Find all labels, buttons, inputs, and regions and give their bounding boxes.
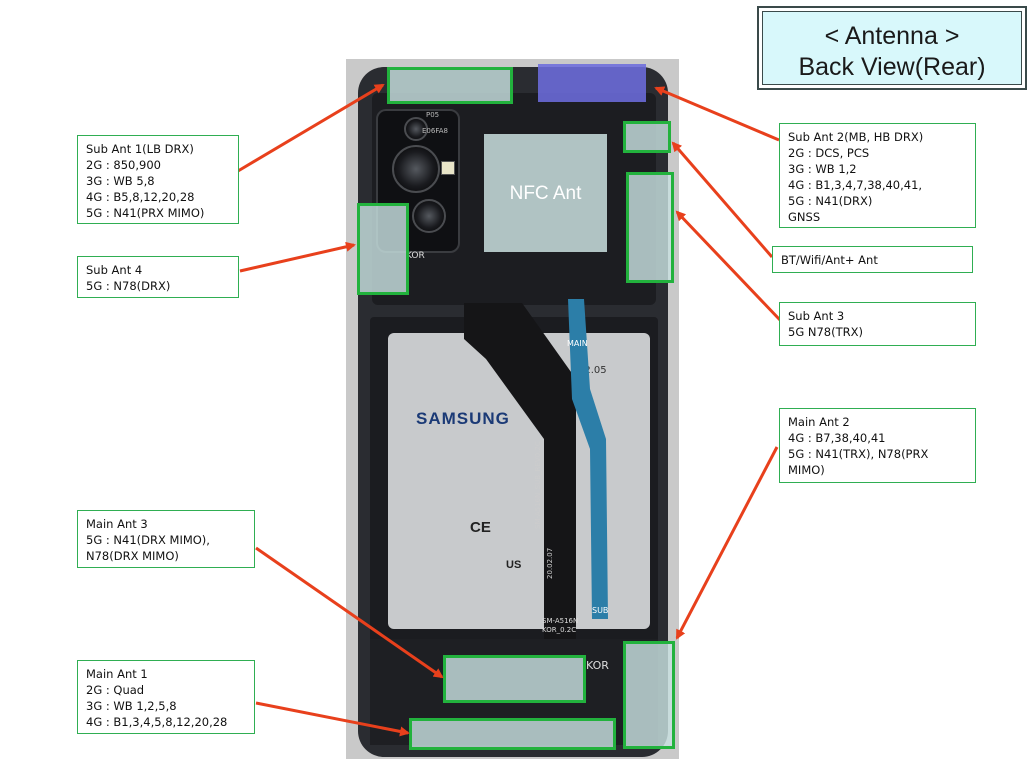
label-heading: BT/Wifi/Ant+ Ant [781,253,878,267]
label-line: 2G : Quad [86,683,145,697]
label-line: 5G : N41(PRX MIMO) [86,206,205,220]
antenna-main-1 [409,718,616,750]
label-line: 4G : B5,8,12,20,28 [86,190,195,204]
flash-icon [441,161,455,175]
lens-main-icon [392,145,440,193]
label-bt-wifi: BT/Wifi/Ant+ Ant [772,246,973,273]
label-heading: Sub Ant 4 [86,263,143,277]
label-line: 4G : B1,3,4,5,8,12,20,28 [86,715,228,729]
kor-text-top: KOR [406,251,425,261]
label-main-ant-2: Main Ant 2 4G : B7,38,40,41 5G : N41(TRX… [779,408,976,483]
label-heading: Main Ant 2 [788,415,850,429]
flex-sub-label: SUB [592,606,609,615]
lens-wide-icon [412,199,446,233]
arrow-main-ant-3 [255,546,444,679]
label-heading: Sub Ant 1(LB DRX) [86,142,194,156]
antenna-gnss-block [538,64,646,102]
e06-text: E06FA8 [422,127,448,135]
antenna-main-2 [623,641,675,749]
label-line: GNSS [788,210,821,224]
label-sub-ant-1: Sub Ant 1(LB DRX) 2G : 850,900 3G : WB 5… [77,135,239,224]
title-line-1: < Antenna > [824,22,960,50]
label-heading: Main Ant 1 [86,667,148,681]
antenna-main-3 [443,655,586,703]
arrow-main-ant-2 [675,446,779,640]
label-main-ant-3: Main Ant 3 5G : N41(DRX MIMO), N78(DRX M… [77,510,255,568]
label-heading: Sub Ant 3 [788,309,845,323]
arrow-bt-wifi [671,141,774,258]
antenna-bt-wifi [623,121,671,153]
label-heading: Sub Ant 2(MB, HB DRX) [788,130,924,144]
arrow-sub-ant-4 [239,241,356,273]
label-line: 5G : N78(DRX) [86,279,171,293]
label-sub-ant-3: Sub Ant 3 5G N78(TRX) [779,302,976,346]
lens-small-icon [404,117,428,141]
flex-main-label: MAIN [567,339,588,348]
antenna-sub-1 [387,67,513,104]
kor-text-bottom: KOR [586,659,609,672]
label-main-ant-1: Main Ant 1 2G : Quad 3G : WB 1,2,5,8 4G … [77,660,255,734]
arrow-sub-ant-1 [237,83,385,173]
label-line: 2G : DCS, PCS [788,146,870,160]
fpcb-cable [464,299,608,659]
date-stamp: 02.05 [578,365,607,376]
label-line: 2G : 850,900 [86,158,161,172]
label-line: 4G : B1,3,4,7,38,40,41, [788,178,923,192]
antenna-sub-3 [626,172,674,283]
cert-ce-mark: CE [470,519,491,536]
label-sub-ant-2: Sub Ant 2(MB, HB DRX) 2G : DCS, PCS 3G :… [779,123,976,228]
pcb-model-text: SM-A516N [542,617,579,625]
label-line: 5G : N41(DRX) [788,194,873,208]
arrow-sub-ant-2 [654,86,780,142]
title-box: < Antenna > Back View(Rear) [757,6,1027,90]
label-line: 5G : N41(TRX), N78(PRX MIMO) [788,447,929,477]
antenna-nfc: NFC Ant [484,134,607,252]
label-line: 5G : N41(DRX MIMO), [86,533,210,547]
label-line: N78(DRX MIMO) [86,549,179,563]
nfc-label: NFC Ant [509,183,582,204]
antenna-sub-4 [357,203,409,295]
cert-us-mark: US [506,559,522,571]
label-line: 3G : WB 1,2,5,8 [86,699,177,713]
p05-text: P05 [426,111,440,119]
arrow-main-ant-1 [255,701,410,737]
label-line: 3G : WB 5,8 [86,174,155,188]
label-line: 4G : B7,38,40,41 [788,431,886,445]
label-line: 5G N78(TRX) [788,325,863,339]
battery-brand: SAMSUNG [416,409,510,428]
phone-rear-photo: P05 E06FA8 KOR SAMSUNG 02.05 CE US MAIN … [346,59,679,759]
label-sub-ant-4: Sub Ant 4 5G : N78(DRX) [77,256,239,298]
label-line: 3G : WB 1,2 [788,162,857,176]
pcb-kor-text: KOR_0.2C [542,626,577,634]
arrow-sub-ant-3 [675,210,782,322]
title-line-2: Back View(Rear) [798,53,986,81]
label-heading: Main Ant 3 [86,517,148,531]
